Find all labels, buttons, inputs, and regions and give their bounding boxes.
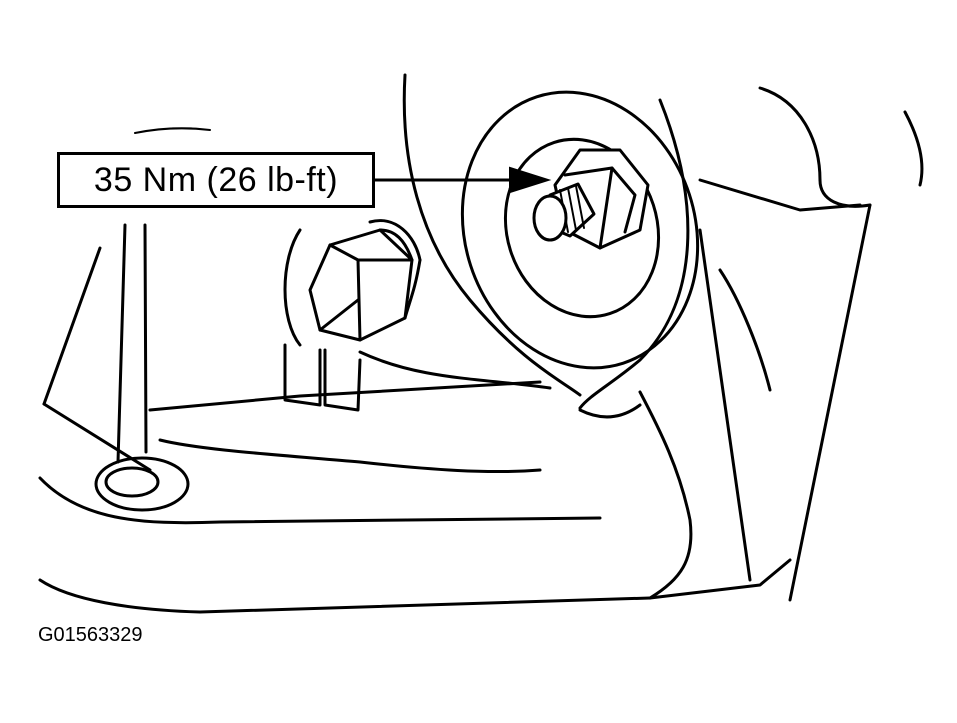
mount-bracket bbox=[38, 223, 652, 614]
torque-spec-label: 35 Nm (26 lb-ft) bbox=[93, 160, 339, 199]
stud-nut bbox=[532, 148, 650, 250]
through-bolt bbox=[283, 219, 422, 412]
torque-callout-box: 35 Nm (26 lb-ft) bbox=[57, 152, 375, 208]
figure-id-label: G01563329 bbox=[38, 624, 143, 646]
callout-leader-arrow bbox=[373, 166, 552, 194]
mounting-hole bbox=[94, 456, 190, 512]
sketch-line bbox=[134, 127, 211, 134]
flange-ring bbox=[460, 90, 700, 370]
engine-housing bbox=[402, 73, 924, 602]
